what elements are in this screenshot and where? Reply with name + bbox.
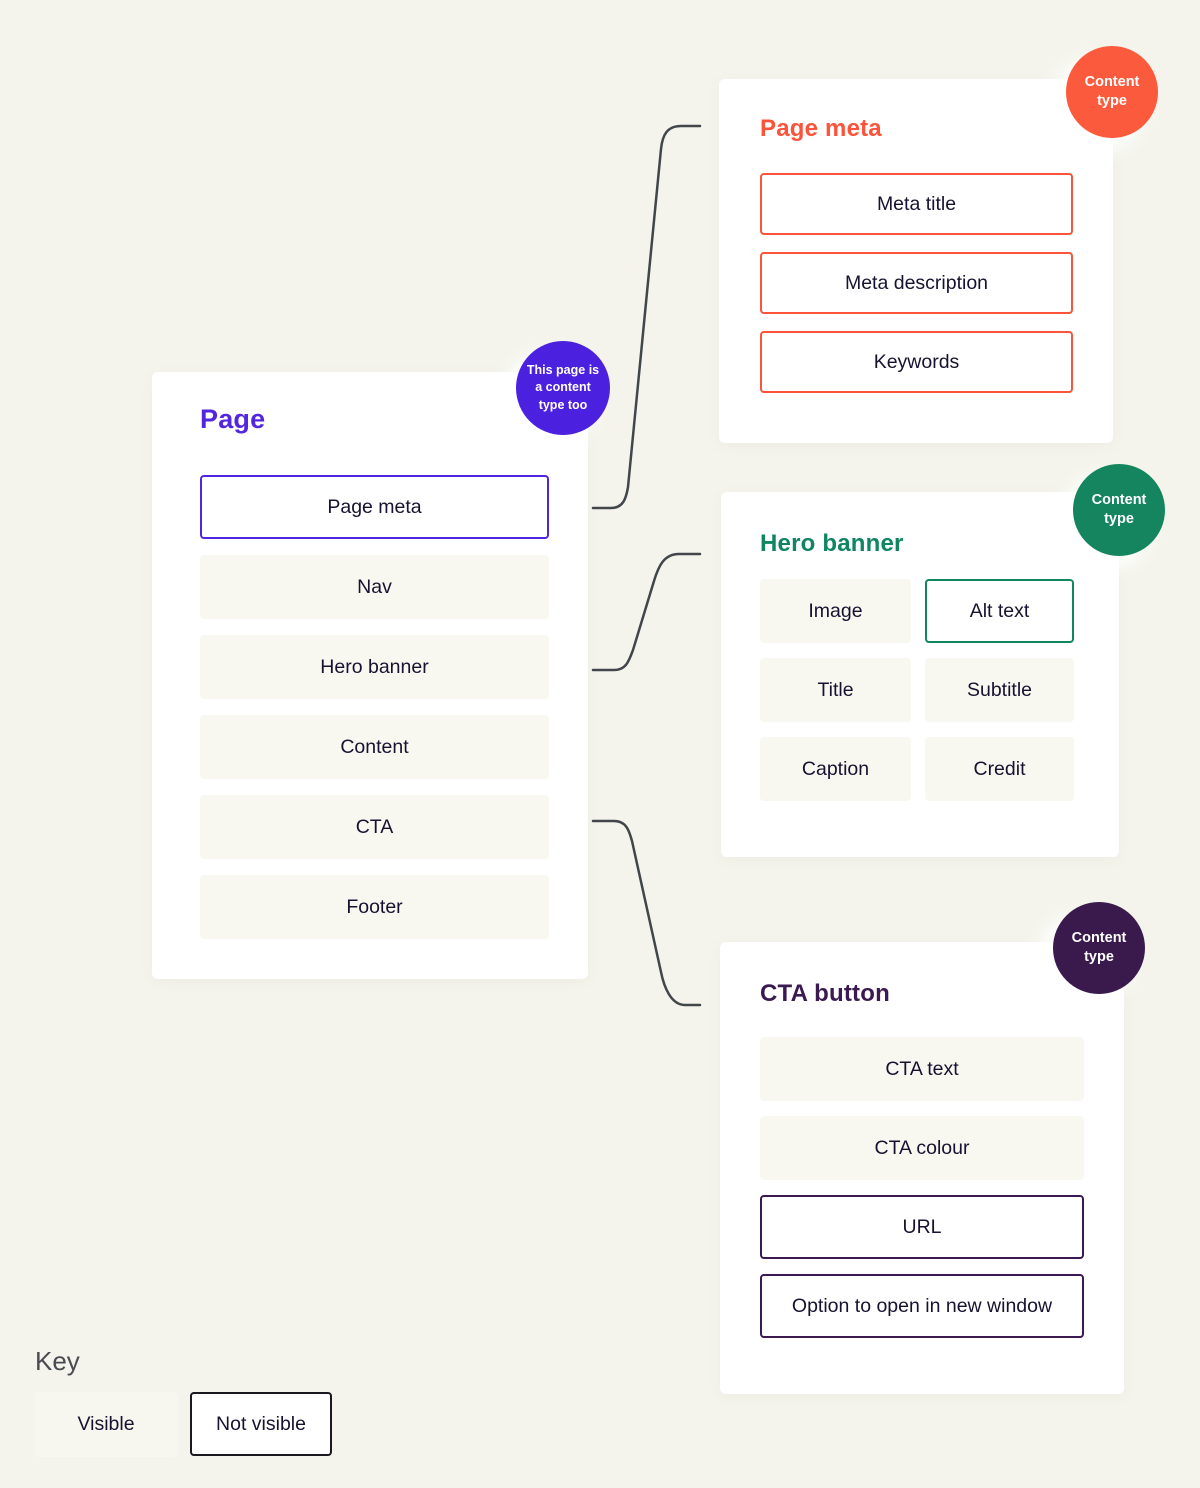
note-bubble-text: This page is a content type too — [526, 362, 600, 412]
connector-hero-banner — [591, 552, 702, 672]
page-meta-card-title: Page meta — [760, 115, 882, 142]
item-label: Keywords — [873, 350, 960, 373]
cta-button-card-title: CTA button — [760, 980, 890, 1007]
page-item-footer: Footer — [200, 875, 549, 939]
content-type-badge-hero: Content type — [1073, 464, 1165, 556]
page-card-items: Page meta Nav Hero banner Content CTA Fo… — [200, 475, 549, 939]
page-item-label: Content — [340, 735, 409, 758]
page-meta-card-items: Meta title Meta description Keywords — [760, 173, 1073, 393]
cta-item-open-new-window: Option to open in new window — [760, 1274, 1084, 1338]
content-type-badge-cta: Content type — [1053, 902, 1145, 994]
page-meta-card: Page meta Meta title Meta description Ke… — [719, 79, 1113, 443]
connector-page-meta — [591, 124, 702, 510]
page-meta-item-meta-title: Meta title — [760, 173, 1073, 235]
page-item-content: Content — [200, 715, 549, 779]
item-label: Subtitle — [966, 678, 1033, 701]
item-label: CTA colour — [874, 1136, 970, 1159]
key-visible-box: Visible — [34, 1392, 178, 1457]
key-visible-label: Visible — [77, 1413, 135, 1435]
badge-label: Content type — [1071, 930, 1127, 965]
page-item-hero-banner: Hero banner — [200, 635, 549, 699]
hero-item-image: Image — [760, 579, 911, 643]
connector-cta — [591, 819, 702, 1007]
hero-item-title: Title — [760, 658, 911, 722]
item-label: CTA text — [885, 1057, 959, 1080]
cta-item-cta-colour: CTA colour — [760, 1116, 1084, 1180]
page-item-label: Nav — [357, 575, 392, 598]
hero-item-subtitle: Subtitle — [925, 658, 1074, 722]
hero-banner-card-title: Hero banner — [760, 530, 904, 557]
item-label: Image — [808, 599, 863, 622]
item-label: URL — [902, 1215, 942, 1238]
page-meta-item-keywords: Keywords — [760, 331, 1073, 393]
item-label: Credit — [973, 757, 1026, 780]
hero-item-credit: Credit — [925, 737, 1074, 801]
hero-item-caption: Caption — [760, 737, 911, 801]
page-item-nav: Nav — [200, 555, 549, 619]
item-label: Caption — [801, 757, 870, 780]
page-item-label: CTA — [355, 815, 394, 838]
page-item-page-meta: Page meta — [200, 475, 549, 539]
page-card-title: Page — [200, 404, 266, 434]
hero-banner-card-items: Image Alt text Title Subtitle Caption Cr… — [760, 579, 1074, 801]
item-label: Alt text — [969, 599, 1030, 622]
page-meta-item-meta-description: Meta description — [760, 252, 1073, 314]
key-not-visible-box: Not visible — [190, 1392, 332, 1456]
cta-button-card: CTA button CTA text CTA colour URL Optio… — [720, 942, 1124, 1394]
hero-item-alt-text: Alt text — [925, 579, 1074, 643]
cta-item-url: URL — [760, 1195, 1084, 1259]
page-card: Page Page meta Nav Hero banner Content C… — [152, 372, 588, 979]
page-item-label: Footer — [346, 895, 403, 918]
item-label: Title — [817, 678, 854, 701]
page-item-cta: CTA — [200, 795, 549, 859]
page-item-label: Hero banner — [320, 655, 429, 678]
badge-label: Content type — [1091, 492, 1147, 527]
content-type-badge-page-meta: Content type — [1066, 46, 1158, 138]
page-item-label: Page meta — [327, 495, 422, 518]
item-label: Option to open in new window — [791, 1294, 1053, 1317]
item-label: Meta description — [844, 271, 989, 294]
cta-button-card-items: CTA text CTA colour URL Option to open i… — [760, 1037, 1084, 1338]
item-label: Meta title — [876, 192, 957, 215]
key-title: Key — [35, 1346, 80, 1376]
cta-item-cta-text: CTA text — [760, 1037, 1084, 1101]
note-bubble: This page is a content type too — [516, 341, 610, 435]
key-not-visible-label: Not visible — [216, 1412, 306, 1435]
hero-banner-card: Hero banner Image Alt text Title Subtitl… — [721, 492, 1119, 857]
badge-label: Content type — [1084, 74, 1140, 109]
